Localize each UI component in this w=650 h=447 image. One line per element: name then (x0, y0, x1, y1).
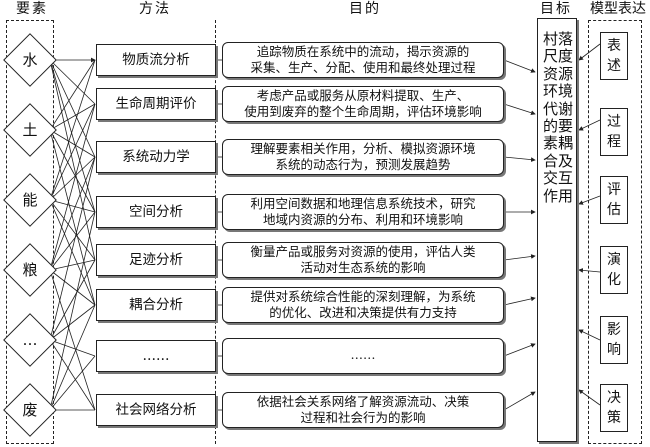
purpose-line: 的优化、改进和决策提供有力支持 (269, 305, 457, 320)
elements-column-frame (6, 20, 54, 444)
method-box: 生命周期评价 (96, 88, 216, 120)
purpose-box: 提供对系统综合性能的深刻理解，为系统 的优化、改进和决策提供有力支持 (222, 287, 504, 323)
element-label: 能 (22, 191, 38, 209)
purpose-line: 追踪物质在系统中的流动，揭示资源的 (256, 44, 470, 59)
purpose-line: 活动对生态系统的影响 (300, 260, 426, 275)
purpose-line: 使用到废弃的整个生命周期，评估环境影响 (244, 104, 482, 119)
header-purposes: 目的 (349, 1, 381, 17)
method-box: 物质流分析 (96, 44, 216, 76)
model-char: 影响 (607, 322, 621, 358)
purpose-box: 衡量产品或服务对资源的使用，评估人类 活动对生态系统的影响 (222, 242, 504, 278)
purpose-box: 理解要素相关作用，分析、模拟资源环境 系统的动态行为，预测发展趋势 (222, 139, 504, 175)
element-label: … (22, 331, 38, 349)
model-column-frame (588, 20, 642, 444)
model-box: 表述 (600, 32, 628, 80)
purpose-box: 追踪物质在系统中的流动，揭示资源的 采集、生产、分配、使用和最终处理过程 (222, 42, 504, 78)
method-box: 空间分析 (96, 196, 216, 228)
header-goal: 目标 (540, 1, 572, 17)
model-char: 演化 (607, 252, 621, 288)
model-char: 过程 (607, 114, 621, 150)
header-model: 模型表达 (590, 1, 646, 17)
model-box: 评估 (600, 176, 628, 224)
model-box: 决策 (600, 384, 628, 432)
element-label: 粮 (22, 261, 38, 279)
method-box: 社会网络分析 (96, 394, 216, 426)
model-box: 演化 (600, 246, 628, 294)
purpose-box: …… (222, 338, 504, 374)
method-box: 耦合分析 (96, 289, 216, 321)
purpose-line: 衡量产品或服务对资源的使用，评估人类 (250, 244, 476, 259)
purpose-line: 提供对系统综合性能的深刻理解，为系统 (250, 289, 476, 304)
model-char: 评估 (607, 182, 621, 218)
purpose-line: …… (350, 347, 376, 362)
model-box: 影响 (600, 316, 628, 364)
purpose-box: 利用空间数据和地理信息系统技术，研究 地域内资源的分布、利用和环境影响 (222, 194, 504, 230)
purpose-line: 考虑产品或服务从原材料提取、生产、 (256, 88, 470, 103)
purpose-box: 考虑产品或服务从原材料提取、生产、 使用到废弃的整个生命周期，评估环境影响 (222, 86, 504, 122)
model-char: 表述 (607, 38, 621, 74)
element-label: 废 (22, 401, 38, 419)
purpose-line: 地域内资源的分布、利用和环境影响 (262, 212, 463, 227)
element-label: 水 (22, 51, 38, 69)
element-label: 土 (22, 121, 38, 139)
header-methods: 方法 (139, 1, 171, 17)
goal-text: 村落尺度资源环境代谢的要素耦合及交互作用 (542, 30, 573, 205)
purpose-line: 利用空间数据和地理信息系统技术，研究 (250, 196, 476, 211)
method-box: 系统动力学 (96, 141, 216, 173)
method-box: …… (96, 340, 216, 372)
purpose-line: 采集、生产、分配、使用和最终处理过程 (250, 60, 476, 75)
purpose-line: 过程和社会行为的影响 (300, 410, 426, 425)
purpose-line: 系统的动态行为，预测发展趋势 (275, 157, 451, 172)
model-char: 决策 (607, 390, 621, 426)
method-box: 足迹分析 (96, 244, 216, 276)
header-elements: 要素 (16, 1, 48, 17)
methods-column-frame (80, 20, 216, 444)
goal-box: 村落尺度资源环境代谢的要素耦合及交互作用 (537, 18, 577, 442)
purpose-box: 依据社会关系网络了解资源流动、决策 过程和社会行为的影响 (222, 392, 504, 428)
model-box: 过程 (600, 108, 628, 156)
purpose-line: 理解要素相关作用，分析、模拟资源环境 (250, 141, 476, 156)
purpose-line: 依据社会关系网络了解资源流动、决策 (256, 394, 470, 409)
